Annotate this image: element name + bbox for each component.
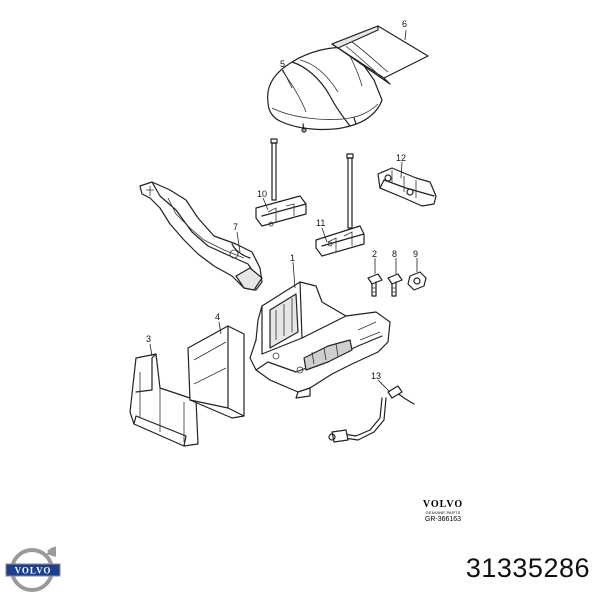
part-number: 31335286 <box>465 553 590 583</box>
stamp-brand: VOLVO <box>422 499 464 510</box>
callout-11: 11 <box>316 218 325 228</box>
callout-7: 7 <box>233 222 238 232</box>
bolt-part-8 <box>387 273 403 297</box>
callout-13: 13 <box>371 371 381 381</box>
callout-10: 10 <box>257 189 267 199</box>
battery-cover-part-5 <box>267 47 383 133</box>
hold-down-clamp-part-11 <box>315 153 365 257</box>
stamp-reference: GR-366163 <box>424 516 462 523</box>
callout-2: 2 <box>372 249 377 259</box>
panel-part-4 <box>187 325 245 419</box>
callout-9: 9 <box>413 249 418 259</box>
logo-text: VOLVO <box>15 566 52 576</box>
bracket-part-12 <box>377 167 437 207</box>
callout-12: 12 <box>396 153 406 163</box>
nut-part-9 <box>407 271 427 291</box>
callout-3: 3 <box>146 334 151 344</box>
callout-numbers: 1 2 3 4 5 6 7 8 9 10 11 12 13 <box>146 19 418 381</box>
callout-6: 6 <box>402 19 407 29</box>
callout-4: 4 <box>215 312 220 322</box>
leader-lines <box>149 29 418 393</box>
stamp-subtitle: GENUINE PARTS <box>425 510 461 515</box>
side-plate-part-3 <box>129 353 199 447</box>
callout-5: 5 <box>280 59 285 69</box>
genuine-parts-stamp: VOLVO GENUINE PARTS GR-366163 <box>414 500 472 525</box>
volvo-iron-mark-icon: VOLVO <box>5 546 61 592</box>
support-bracket-part-7 <box>139 181 263 291</box>
callout-8: 8 <box>392 249 397 259</box>
cover-flap-part-6 <box>331 25 429 85</box>
battery-tray-part-1 <box>249 281 391 399</box>
bolt-part-2 <box>367 273 383 297</box>
callout-1: 1 <box>290 253 295 263</box>
cable-part-13 <box>328 385 415 443</box>
hold-down-clamp-part-10 <box>255 138 307 227</box>
